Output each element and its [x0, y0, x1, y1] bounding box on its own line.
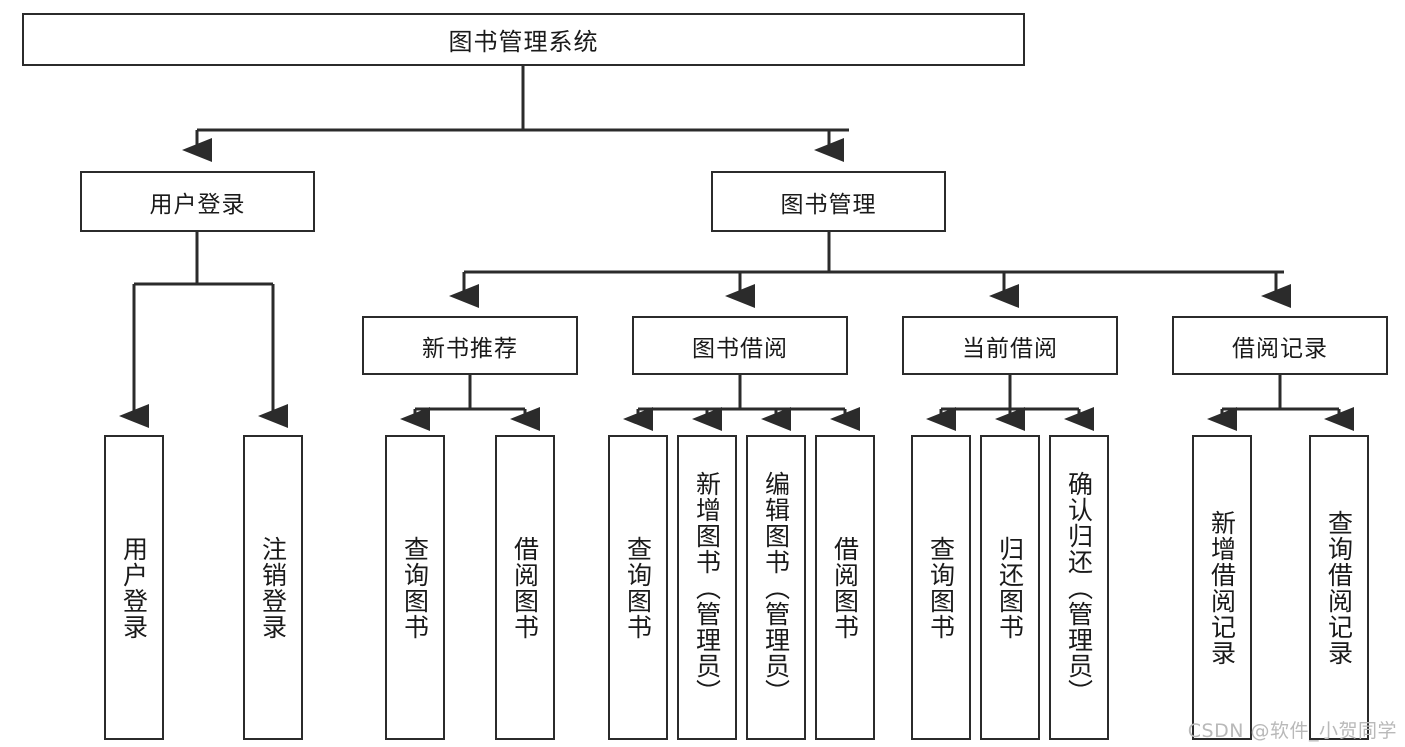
node-borrow-record-label: 借阅记录	[1232, 335, 1328, 362]
node-current-borrow-label: 当前借阅	[962, 335, 1058, 362]
node-user-login-label: 用户登录	[149, 191, 246, 218]
leaf-label: 借阅图书	[830, 535, 860, 640]
leaf-current-borrow-return[interactable]: 归还图书	[980, 435, 1040, 740]
leaf-current-borrow-confirm-return[interactable]: 确认归还（管理员）	[1049, 435, 1109, 740]
node-current-borrow[interactable]: 当前借阅	[902, 316, 1118, 375]
leaf-label: 注销登录	[258, 535, 288, 640]
node-book-management-label: 图书管理	[780, 191, 877, 218]
leaf-current-borrow-query[interactable]: 查询图书	[911, 435, 971, 740]
leaf-label: 查询借阅记录	[1324, 509, 1354, 666]
leaf-label: 查询图书	[926, 535, 956, 640]
leaf-label: 确认归还（管理员）	[1064, 470, 1094, 705]
node-book-borrow[interactable]: 图书借阅	[632, 316, 848, 375]
leaf-label: 借阅图书	[510, 535, 540, 640]
csdn-watermark: CSDN @软件_小贺同学	[1187, 720, 1397, 742]
leaf-label: 新增借阅记录	[1207, 509, 1237, 666]
node-book-management[interactable]: 图书管理	[711, 171, 946, 232]
leaf-book-borrow-edit[interactable]: 编辑图书（管理员）	[746, 435, 806, 740]
leaf-label: 编辑图书（管理员）	[761, 470, 791, 705]
node-new-book-recommend-label: 新书推荐	[422, 335, 518, 362]
leaf-new-book-borrow[interactable]: 借阅图书	[495, 435, 555, 740]
node-root-system[interactable]: 图书管理系统	[22, 13, 1025, 66]
leaf-borrow-record-add[interactable]: 新增借阅记录	[1192, 435, 1252, 740]
leaf-label: 归还图书	[995, 535, 1025, 640]
leaf-label: 用户登录	[119, 535, 149, 640]
leaf-book-borrow-query[interactable]: 查询图书	[608, 435, 668, 740]
leaf-book-borrow-borrow[interactable]: 借阅图书	[815, 435, 875, 740]
leaf-borrow-record-query[interactable]: 查询借阅记录	[1309, 435, 1369, 740]
node-borrow-record[interactable]: 借阅记录	[1172, 316, 1388, 375]
leaf-label: 查询图书	[623, 535, 653, 640]
node-user-login[interactable]: 用户登录	[80, 171, 315, 232]
node-new-book-recommend[interactable]: 新书推荐	[362, 316, 578, 375]
node-root-label: 图书管理系统	[448, 28, 599, 56]
leaf-book-borrow-add[interactable]: 新增图书（管理员）	[677, 435, 737, 740]
node-book-borrow-label: 图书借阅	[692, 335, 788, 362]
leaf-label: 新增图书（管理员）	[692, 470, 722, 705]
leaf-label: 查询图书	[400, 535, 430, 640]
leaf-user-login-logout[interactable]: 注销登录	[243, 435, 303, 740]
leaf-new-book-query[interactable]: 查询图书	[385, 435, 445, 740]
leaf-user-login-login[interactable]: 用户登录	[104, 435, 164, 740]
